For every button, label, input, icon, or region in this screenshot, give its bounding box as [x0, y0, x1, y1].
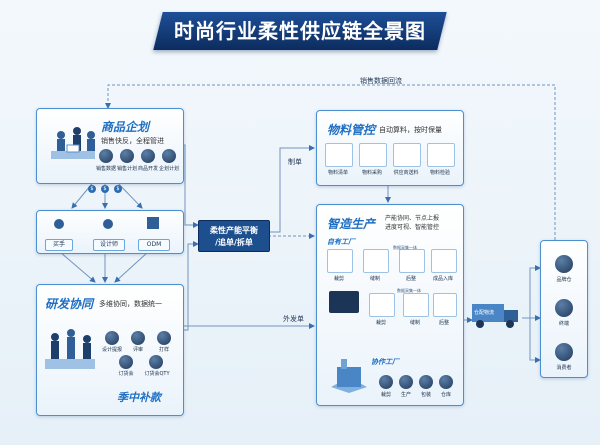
- product-planning-panel: 商品企划 销售快反，全程管进 销售数据 销售计划 商品开发 企划计划: [36, 108, 184, 184]
- consumer-icon: [555, 343, 573, 361]
- material-station: [359, 143, 387, 167]
- material-title: 物料管控: [327, 123, 376, 137]
- channel-label: 终端: [558, 321, 569, 327]
- step-circle: [105, 331, 119, 345]
- step-circle: [99, 149, 113, 163]
- smart-subtitle-1: 产能协同、节点上报: [385, 215, 440, 222]
- product-steps: 销售数据 销售计划 商品开发 企划计划: [96, 149, 183, 179]
- page-title: 时尚行业柔性供应链全景图: [174, 19, 426, 43]
- cooperate-factory-label: 协作工厂: [371, 358, 399, 366]
- material-step-label: 物料检验: [429, 170, 450, 176]
- source-designer: 设计师: [93, 239, 125, 251]
- coop-station: [433, 293, 457, 317]
- step-circle: [149, 355, 163, 369]
- coop-station: [369, 293, 395, 317]
- dollar-icon: $: [101, 185, 109, 193]
- rnd-title: 研发协同: [45, 297, 94, 311]
- truck-icon: [472, 304, 518, 328]
- own-station: [327, 249, 353, 273]
- step-circle: [399, 375, 413, 389]
- tag-1: 数据采集一体: [393, 245, 417, 250]
- monitor-icon: [329, 291, 359, 313]
- step-label: 销售数据: [95, 166, 116, 172]
- bottom-step-label: 裁剪: [380, 392, 391, 398]
- capacity-balance-box: 柔性产能平衡 /追单/拆单: [198, 220, 270, 252]
- own-step-label: 缝制: [369, 276, 380, 282]
- material-station: [325, 143, 353, 167]
- brand-warehouse-icon: [555, 255, 573, 273]
- rnd-step-label: 打样: [158, 347, 169, 353]
- own-station: [399, 249, 425, 273]
- rnd-team-icon: [45, 329, 95, 369]
- terminal-store-icon: [555, 299, 573, 317]
- material-step-label: 供应商送料: [393, 170, 419, 176]
- rnd-footer: 季中补款: [117, 391, 161, 404]
- center-line2: /追单/拆单: [215, 238, 253, 247]
- material-control-panel: 物料管控 自动算料，按时保量 物料清单 物料采购 供应商送料 物料检验: [316, 110, 464, 186]
- step-label: 销售计划: [116, 166, 137, 172]
- product-planning-title: 商品企划: [101, 120, 150, 134]
- truck-label: 仓配物流: [474, 310, 495, 316]
- bottom-step-label: 包装: [420, 392, 431, 398]
- channels-panel: 品牌仓 终端 消费者: [540, 240, 588, 378]
- own-factory-label: 自有工厂: [327, 238, 355, 246]
- channel-label: 品牌仓: [556, 277, 572, 283]
- coop-station: [403, 293, 429, 317]
- product-planning-subtitle: 销售快反，全程管进: [101, 137, 164, 145]
- step-circle: [162, 149, 176, 163]
- factory-building-icon: [147, 217, 159, 229]
- step-circle: [157, 331, 171, 345]
- bottom-step-label: 仓库: [440, 392, 451, 398]
- material-station: [393, 143, 421, 167]
- bottom-step-label: 生产: [400, 392, 411, 398]
- center-line1: 柔性产能平衡: [210, 226, 258, 235]
- coop-step-label: 后整: [438, 320, 449, 326]
- smart-title: 智造生产: [327, 217, 376, 231]
- coop-step-label: 缝制: [409, 320, 420, 326]
- material-station: [427, 143, 455, 167]
- dollar-icon: $: [114, 185, 122, 193]
- material-step-label: 物料清单: [327, 170, 348, 176]
- factory-building-icon: [331, 359, 367, 393]
- tag-2: 数据采集一体: [397, 288, 421, 293]
- own-step-label: 成品入库: [432, 276, 453, 282]
- rnd-step-label: 订货会QTY: [144, 371, 170, 377]
- feedback-label: 销售数据回流: [360, 77, 402, 85]
- smart-subtitle-2: 进度可视、智能管控: [385, 224, 440, 231]
- step-circle: [419, 375, 433, 389]
- dollar-icon: $: [88, 185, 96, 193]
- design-sources-panel: 买手 设计师 ODM: [36, 210, 184, 254]
- source-odm: ODM: [138, 239, 170, 251]
- step-circle: [379, 375, 393, 389]
- step-circle: [120, 149, 134, 163]
- own-step-label: 后整: [405, 276, 416, 282]
- step-label: 商品开发: [137, 166, 158, 172]
- team-meeting-icon: [51, 127, 95, 159]
- material-step-label: 物料采购: [361, 170, 382, 176]
- step-circle: [439, 375, 453, 389]
- designer-icon: [103, 219, 113, 229]
- rnd-subtitle: 多维协同，数据统一: [99, 300, 162, 308]
- step-circle: [119, 355, 133, 369]
- step-label: 企划计划: [158, 166, 179, 172]
- rnd-step-label: 评审: [132, 347, 143, 353]
- step-circle: [141, 149, 155, 163]
- outsource-label: 外发单: [283, 315, 304, 323]
- source-buyer: 买手: [45, 239, 73, 251]
- make-order-label: 制单: [288, 158, 302, 166]
- own-station: [363, 249, 389, 273]
- channel-label: 消费者: [556, 365, 572, 371]
- team-illustration: [47, 123, 103, 167]
- own-station: [431, 249, 457, 273]
- own-step-label: 裁剪: [333, 276, 344, 282]
- step-circle: [131, 331, 145, 345]
- rnd-step-label: 订货会: [118, 371, 134, 377]
- rnd-panel: 研发协同 多维协同，数据统一 设计提报 评审 打样 订货会 订货会QTY 季中补…: [36, 284, 184, 416]
- rnd-step-label: 设计提报: [101, 347, 122, 353]
- buyer-icon: [54, 219, 64, 229]
- smart-manufacturing-panel: 智造生产 产能协同、节点上报 进度可视、智能管控 自有工厂 数据采集一体 裁剪 …: [316, 204, 464, 406]
- coop-step-label: 裁剪: [375, 320, 386, 326]
- material-subtitle: 自动算料，按时保量: [379, 126, 442, 134]
